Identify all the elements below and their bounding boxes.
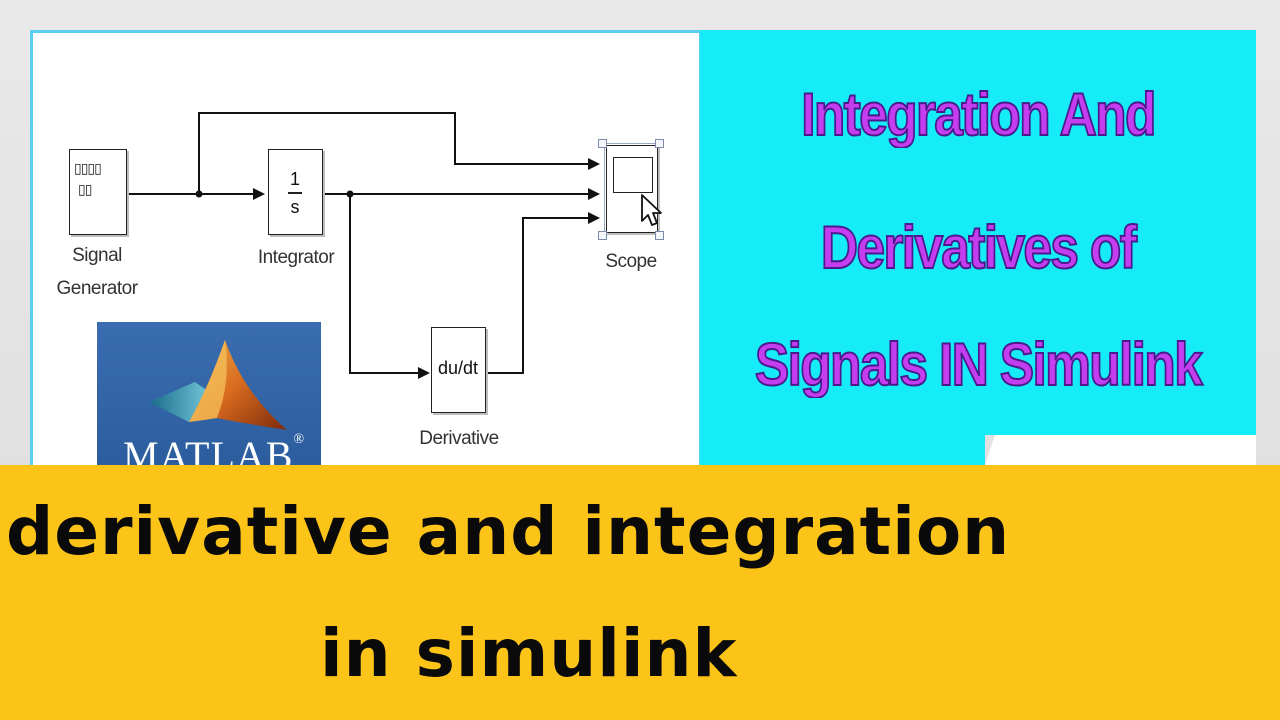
title-panel: Integration And Derivatives of Signals I…: [700, 30, 1256, 435]
scope-resize-handle[interactable]: [598, 139, 607, 148]
wire-sig-to-scope: [198, 112, 600, 194]
wire-int-to-der: [349, 194, 430, 379]
junction-dot: [195, 190, 203, 198]
matlab-wordmark: MATLAB®: [123, 432, 306, 470]
banner-line-2: in simulink: [320, 615, 738, 692]
signal-generator-block[interactable]: ▯▯▯▯ ▯▯: [69, 149, 127, 235]
banner-line-1: derivative and integration: [6, 493, 1011, 570]
integrator-block[interactable]: 1 s: [268, 149, 323, 235]
signal-generator-label: Signal Generator: [56, 245, 138, 299]
mouse-cursor-icon: [641, 194, 662, 226]
title-panel-corner-fill: [995, 435, 1256, 465]
caption-banner: derivative and integration in simulink: [0, 465, 1280, 720]
matlab-logo: MATLAB®: [97, 322, 321, 470]
signal-generator-icon: ▯▯▯▯ ▯▯: [74, 160, 102, 197]
scope-screen: [613, 157, 653, 193]
signal-wires: [129, 112, 600, 379]
title-panel-corner-notch: [985, 435, 995, 465]
scope-selection-frame: [604, 143, 660, 235]
title-line-3: Signals IN Simulink: [754, 330, 1204, 399]
wire-der-to-scope: [485, 212, 600, 374]
scope-resize-handle[interactable]: [655, 139, 664, 148]
title-panel-lower-left: [700, 435, 985, 465]
integrator-transfer-function: 1 s: [288, 169, 302, 217]
derivative-text: du/dt: [437, 358, 479, 378]
derivative-block[interactable]: du/dt: [431, 327, 486, 413]
scope-resize-handle[interactable]: [598, 231, 607, 240]
scope-label: Scope: [605, 251, 657, 272]
matlab-membrane-icon: [149, 340, 287, 430]
title-line-1: Integration And: [800, 80, 1157, 149]
derivative-label: Derivative: [419, 428, 499, 449]
title-line-2: Derivatives of: [820, 213, 1138, 282]
integrator-label: Integrator: [257, 247, 335, 268]
scope-resize-handle[interactable]: [655, 231, 664, 240]
junction-dot: [346, 190, 354, 198]
